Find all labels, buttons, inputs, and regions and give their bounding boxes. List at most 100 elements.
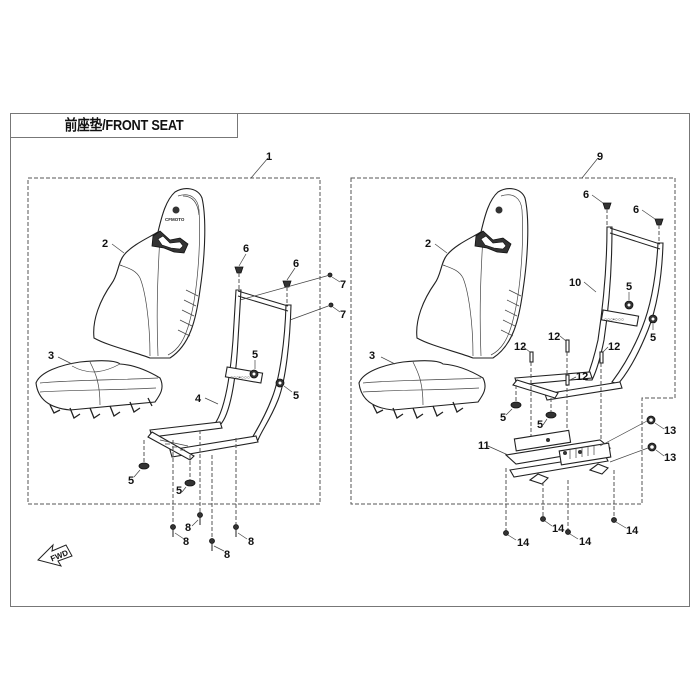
callout-assembly-left: 1 — [266, 151, 272, 163]
leader-line — [581, 157, 599, 179]
nut-5-right-d — [545, 411, 557, 419]
leader-line — [191, 519, 199, 527]
bolt-8-left-b — [197, 512, 203, 525]
callout-nut13-right-b: 13 — [664, 452, 676, 464]
leader-line — [238, 253, 247, 267]
callout-bolt8-left-d: 8 — [248, 536, 254, 548]
bolt-8-left-a — [170, 524, 176, 537]
leader-line — [286, 267, 296, 281]
leader-line — [181, 486, 187, 493]
diagram-title: 前座垫/FRONT SEAT — [64, 117, 184, 134]
leader-line — [289, 304, 332, 321]
callout-stud-right-a: 12 — [514, 341, 526, 353]
svg-text:○○○•○○○: ○○○•○○○ — [604, 317, 624, 323]
callout-nut-left-c: 5 — [128, 475, 134, 487]
leader-line — [641, 209, 656, 220]
stud-12-right-d — [599, 351, 604, 364]
callout-slide-rail-right: 11 — [478, 440, 490, 452]
seat-cushion-right — [358, 360, 486, 419]
seat-logo: CFMOTO — [165, 217, 185, 222]
callout-stud-right-b: 12 — [548, 331, 560, 343]
callout-bolt7-left-a: 7 — [340, 279, 346, 291]
seat-back-right — [416, 188, 529, 359]
forward-direction-arrow: FWD — [37, 543, 73, 567]
title-box — [10, 113, 238, 138]
leader-line — [655, 449, 665, 457]
leader-line — [332, 306, 341, 313]
leader-line — [133, 469, 141, 478]
leader-line — [331, 276, 341, 283]
leader-line — [174, 532, 185, 540]
diagram-frame — [10, 113, 690, 607]
callout-cap-left-a: 6 — [243, 243, 249, 255]
callout-nut13-right-a: 13 — [664, 425, 676, 437]
assembly-right: 9 2 3 ○ — [350, 151, 676, 549]
nut-14-right-b — [540, 516, 546, 522]
callout-nut-right-c: 5 — [500, 412, 506, 424]
leader-line — [283, 385, 293, 393]
stud-12-right-b — [565, 339, 570, 353]
callout-cap-right-a: 6 — [583, 189, 589, 201]
callout-bolt8-left-b: 8 — [185, 522, 191, 534]
leader-line — [559, 335, 567, 342]
callout-nut-right-d: 5 — [537, 419, 543, 431]
callout-seat-frame-right: 10 — [569, 277, 581, 289]
callout-bolt8-left-c: 8 — [224, 549, 230, 561]
leader-line — [654, 422, 665, 430]
nut-14-right-d — [611, 517, 617, 523]
leader-line — [507, 534, 517, 541]
callout-nut14-right-d: 14 — [626, 525, 639, 537]
leader-line — [204, 397, 219, 405]
nut-5-left-d — [184, 479, 196, 487]
callout-seat-frame-left: 4 — [195, 393, 202, 405]
seat-frame-right: ○○○•○○○ — [512, 226, 664, 401]
seat-back-left: CFMOTO — [93, 188, 206, 359]
leader-line — [599, 420, 648, 447]
leader-line — [583, 281, 597, 293]
leader-line — [250, 157, 269, 179]
callout-seat-back-right: 2 — [425, 238, 431, 250]
leader-line — [521, 345, 531, 353]
nut-14-right-a — [503, 530, 509, 536]
slide-rail-right — [504, 429, 612, 485]
leader-line — [111, 243, 125, 254]
callout-cap-left-b: 6 — [293, 258, 299, 270]
leader-line — [487, 445, 509, 456]
bolt-8-left-d — [233, 524, 239, 537]
callout-nut14-right-c: 14 — [579, 536, 592, 548]
callout-seat-cushion-right: 3 — [369, 350, 375, 362]
nut-5-left-c — [138, 462, 150, 470]
nut-5-right-c — [510, 401, 522, 409]
callout-stud-right-c: 12 — [576, 371, 588, 383]
callout-nut14-right-b: 14 — [552, 523, 565, 535]
leader-line — [569, 376, 577, 381]
leader-line — [434, 243, 448, 254]
leader-line — [569, 533, 579, 540]
seat-frame-left: ○○○•○○○ — [147, 289, 292, 461]
leader-line — [505, 408, 513, 416]
assembly-left: 1 CFMOTO 2 3 — [27, 151, 346, 561]
callout-nut14-right-a: 14 — [517, 537, 530, 549]
stud-12-right-a — [529, 351, 534, 363]
leader-line — [591, 194, 604, 204]
leader-line — [237, 532, 248, 540]
callout-bolt7-left-b: 7 — [340, 309, 346, 321]
leader-line — [213, 545, 225, 552]
logo-emblem-icon — [172, 206, 180, 214]
leader-line — [602, 346, 609, 353]
leader-line — [615, 521, 627, 529]
seat-cushion-left — [35, 360, 163, 419]
cap-6-right-b — [654, 218, 664, 226]
callout-assembly-right: 9 — [597, 151, 603, 163]
callout-stud-right-d: 12 — [608, 341, 620, 353]
leader-line — [239, 274, 331, 301]
cap-6-left-b — [282, 280, 292, 304]
callout-nut-left-b: 5 — [293, 390, 299, 402]
cap-6-left-a — [234, 266, 244, 289]
leader-line — [544, 520, 553, 527]
leader-line — [380, 356, 396, 365]
callout-nut-left-d: 5 — [176, 485, 182, 497]
leader-line — [609, 447, 649, 463]
callout-seat-cushion-left: 3 — [48, 350, 54, 362]
